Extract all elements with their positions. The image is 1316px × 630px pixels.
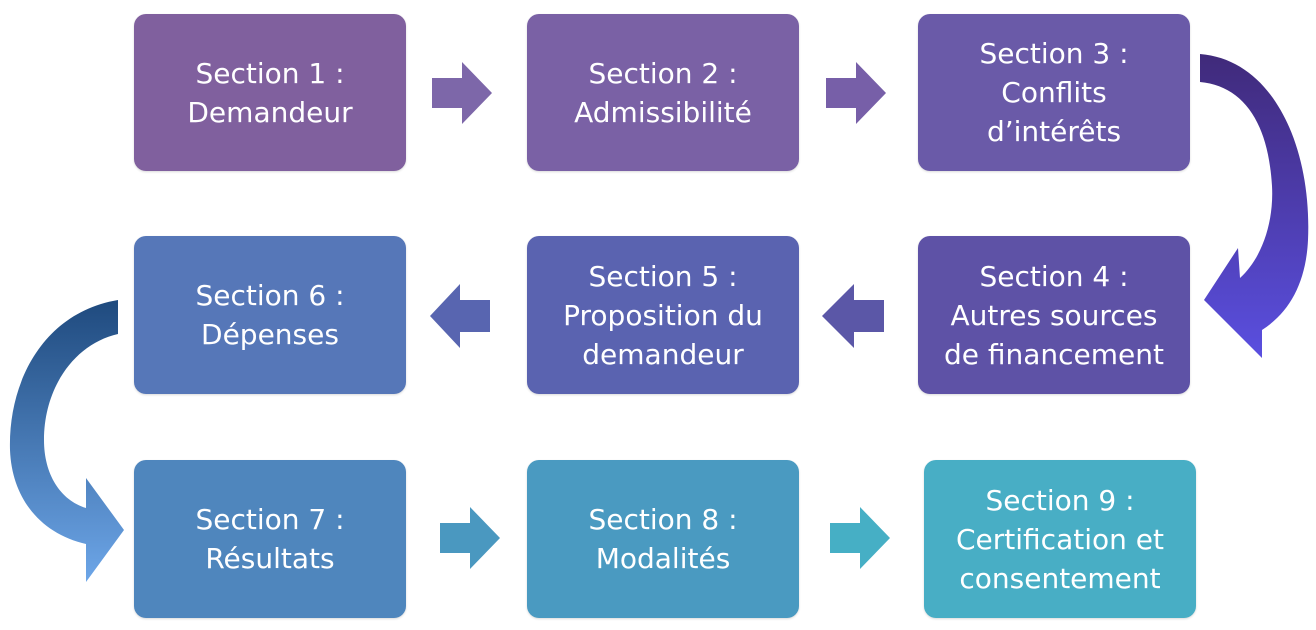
section-4-label: Section 4 : Autres sources de financemen… bbox=[943, 259, 1165, 371]
section-5-label: Section 5 : Proposition du demandeur bbox=[563, 259, 763, 371]
arrow-right-1-2 bbox=[432, 62, 492, 124]
section-2-box: Section 2 : Admissibilité bbox=[527, 14, 799, 171]
section-7-label: Section 7 : Résultats bbox=[195, 503, 345, 575]
section-8-box: Section 8 : Modalités bbox=[527, 460, 799, 618]
section-1-box: Section 1 : Demandeur bbox=[134, 14, 406, 171]
section-4-box: Section 4 : Autres sources de financemen… bbox=[918, 236, 1190, 394]
arrow-left-6-5 bbox=[430, 284, 490, 348]
section-9-label: Section 9 : Certification et consentemen… bbox=[956, 483, 1164, 595]
arrow-right-8-9 bbox=[830, 507, 890, 569]
section-3-box: Section 3 : Conflits d’intérêts bbox=[918, 14, 1190, 171]
arrow-left-5-4 bbox=[822, 284, 884, 348]
section-5-box: Section 5 : Proposition du demandeur bbox=[527, 236, 799, 394]
section-1-label: Section 1 : Demandeur bbox=[187, 56, 353, 129]
section-8-label: Section 8 : Modalités bbox=[588, 503, 738, 575]
arrow-right-2-3 bbox=[826, 62, 886, 124]
section-6-box: Section 6 : Dépenses bbox=[134, 236, 406, 394]
section-7-box: Section 7 : Résultats bbox=[134, 460, 406, 618]
curved-arrow-6-7 bbox=[9, 300, 124, 582]
section-3-label: Section 3 : Conflits d’intérêts bbox=[979, 37, 1129, 148]
section-9-box: Section 9 : Certification et consentemen… bbox=[924, 460, 1196, 618]
curved-arrow-3-4 bbox=[1200, 54, 1309, 358]
section-6-label: Section 6 : Dépenses bbox=[195, 279, 345, 351]
arrow-right-7-8 bbox=[440, 507, 500, 569]
section-2-label: Section 2 : Admissibilité bbox=[574, 56, 752, 129]
